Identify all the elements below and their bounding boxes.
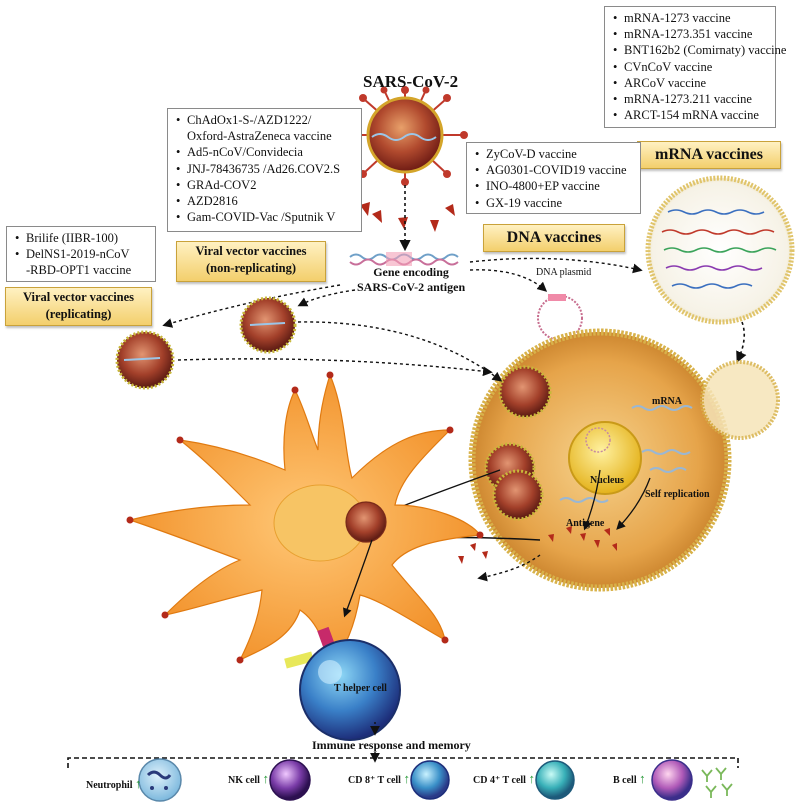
dna-vaccines-label: DNA vaccines [483, 224, 625, 252]
dna-vaccine-list: ZyCoV-D vaccine AG0301-COVID19 vaccine I… [466, 142, 641, 214]
vector-virus-replicating [115, 330, 175, 390]
cd4-t-cell [535, 760, 575, 800]
lipid-nanoparticle [645, 175, 795, 325]
neutrophil-label: Neutrophil ↑ [86, 776, 142, 791]
list-item: GRAd-COV2 [176, 177, 355, 193]
dna-plasmid-label: DNA plasmid [536, 267, 592, 278]
list-item: mRNA-1273.211 vaccine [613, 91, 769, 107]
up-arrow-icon: ↑ [528, 771, 535, 786]
list-item: ChAdOx1-S-/AZD1222/Oxford-AstraZeneca va… [176, 112, 355, 144]
mrna-label: mRNA [652, 396, 682, 407]
list-item: CVnCoV vaccine [613, 59, 769, 75]
up-arrow-icon: ↑ [403, 771, 410, 786]
gene-strand [349, 252, 459, 266]
up-arrow-icon: ↑ [639, 771, 646, 786]
list-item: DelNS1-2019-nCoV [15, 246, 149, 262]
mrna-vaccines-label: mRNA vaccines [637, 141, 781, 169]
b-cell-label: B cell ↑ [613, 771, 646, 786]
immune-bracket [67, 757, 739, 768]
dna-plasmid [537, 294, 583, 341]
list-item-continuation: -RBD-OPT1 vaccine [26, 263, 132, 278]
list-item: Gam-COVID-Vac /Sputnik V [176, 209, 355, 225]
mrna-vaccine-list: mRNA-1273 vaccine mRNA-1273.351 vaccine … [604, 6, 786, 128]
list-item: Ad5-nCoV/Convidecia [176, 144, 355, 160]
list-item: BNT162b2 (Comirnaty) vaccine [613, 42, 786, 58]
up-arrow-icon: ↑ [262, 771, 269, 786]
vector-virus-entering [484, 365, 552, 521]
list-item: INO-4800+EP vaccine [475, 178, 634, 194]
list-item: Brilife (IIBR-100) [15, 230, 149, 246]
nucleus-label: Nucleus [590, 475, 624, 486]
dendritic-cell [126, 371, 484, 672]
cd8-t-cell-label: CD 8⁺ T cell ↑ [348, 771, 410, 786]
t-helper-cell [284, 626, 401, 741]
list-item: ARCoV vaccine [613, 75, 769, 91]
viral-vector-nonrep-list: ChAdOx1-S-/AZD1222/Oxford-AstraZeneca va… [167, 108, 362, 232]
list-item: GX-19 vaccine [475, 195, 634, 211]
list-item: mRNA-1273 vaccine [613, 10, 769, 26]
immune-response-label: Immune response and memory [312, 738, 471, 752]
self-replication-label: Self replication [645, 489, 710, 500]
b-cell [651, 759, 733, 801]
t-helper-label: T helper cell [334, 683, 387, 694]
cd4-t-cell-label: CD 4⁺ T cell ↑ [473, 771, 535, 786]
list-item: AZD2816 [176, 193, 355, 209]
list-item: mRNA-1273.351 vaccine [613, 26, 769, 42]
sars-cov-2-virus [342, 86, 468, 186]
cd8-t-cell [410, 760, 450, 800]
vector-virus-nonreplicating [239, 296, 297, 354]
list-item: ARCT-154 mRNA vaccine [613, 107, 769, 123]
antigene-label: Antigene [566, 518, 605, 529]
spike-fragments [360, 202, 455, 232]
viral-vector-rep-list: Brilife (IIBR-100) DelNS1-2019-nCoV -RBD… [6, 226, 156, 282]
viral-vector-rep-label: Viral vector vaccines(replicating) [5, 287, 152, 326]
list-item: AG0301-COVID19 vaccine [475, 162, 634, 178]
virus-title: SARS-CoV-2 [363, 72, 459, 91]
up-arrow-icon: ↑ [135, 776, 142, 791]
nk-cell [269, 759, 311, 801]
viral-vector-nonrep-label: Viral vector vaccines(non-replicating) [176, 241, 326, 282]
nk-cell-label: NK cell ↑ [228, 771, 269, 786]
list-item: ZyCoV-D vaccine [475, 146, 634, 162]
neutrophil-cell [138, 758, 182, 802]
list-item: JNJ-78436735 /Ad26.COV2.S [176, 161, 355, 177]
